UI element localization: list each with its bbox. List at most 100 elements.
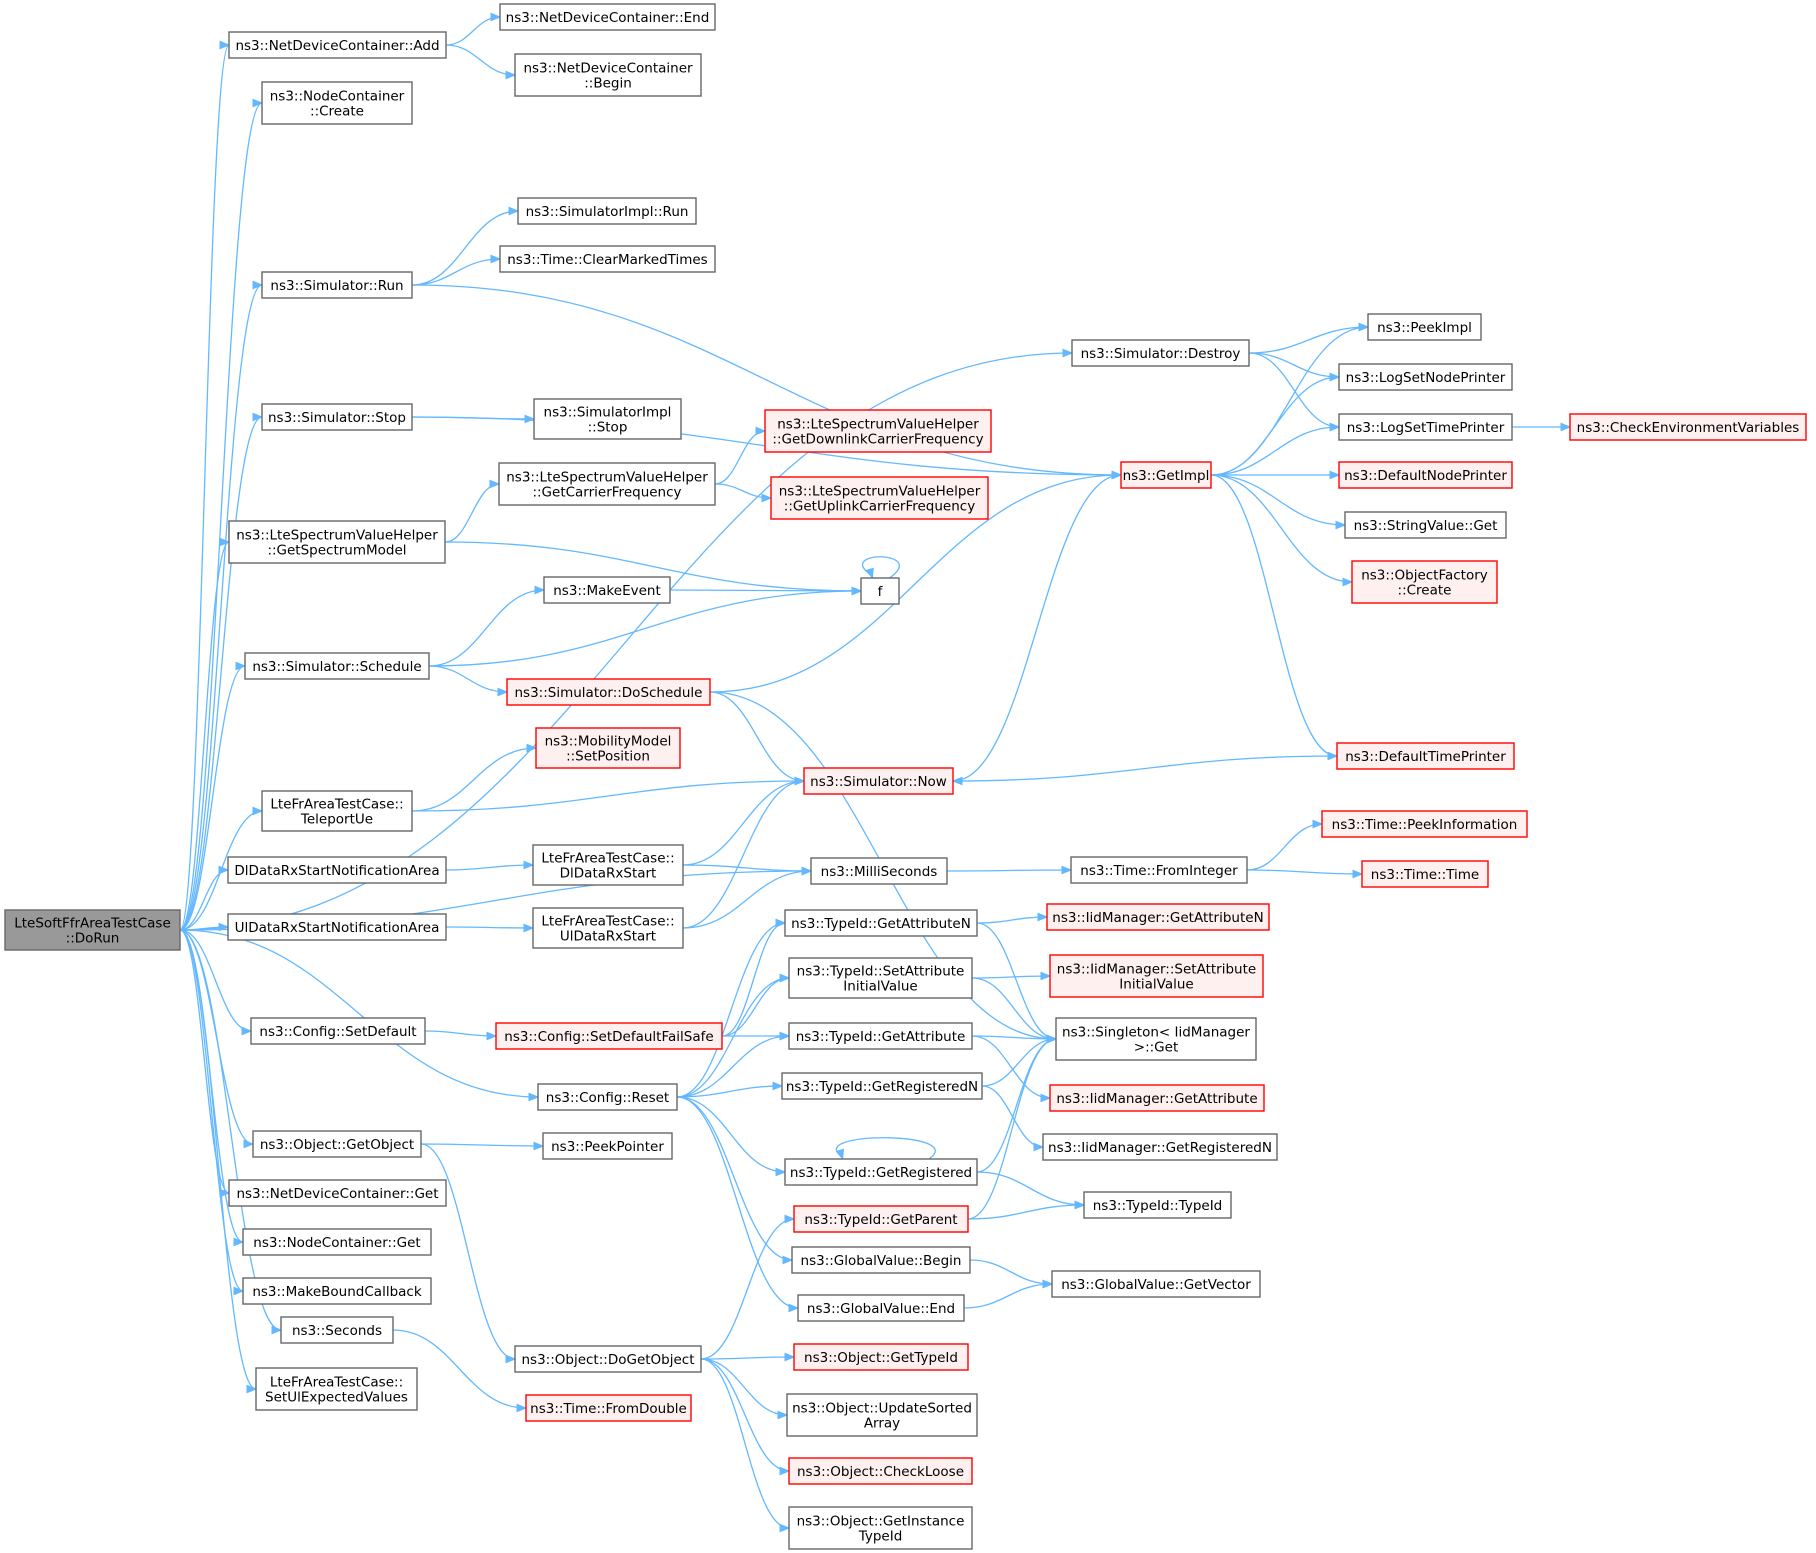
node-gettypeid[interactable]: ns3::Object::GetTypeId xyxy=(793,1343,969,1371)
node-setulexp[interactable]: LteFrAreaTestCase::SetUlExpectedValues xyxy=(255,1367,418,1411)
node-iid_getregn[interactable]: ns3::IidManager::GetRegisteredN xyxy=(1042,1133,1278,1161)
node-peekimpl[interactable]: ns3::PeekImpl xyxy=(1367,313,1482,341)
edge-line xyxy=(676,1096,786,1173)
node-box xyxy=(1351,560,1498,604)
node-deftimeprinter[interactable]: ns3::DefaultTimePrinter xyxy=(1336,742,1515,770)
node-doschedule[interactable]: ns3::Simulator::DoSchedule xyxy=(506,678,711,706)
node-clearmarked[interactable]: ns3::Time::ClearMarkedTimes xyxy=(499,245,716,273)
node-dlnotif[interactable]: DlDataRxStartNotificationArea xyxy=(227,856,447,884)
edge-arrowhead xyxy=(486,1031,498,1041)
node-typeid[interactable]: ns3::TypeId::TypeId xyxy=(1083,1191,1232,1219)
node-iid_getattrn[interactable]: ns3::IidManager::GetAttributeN xyxy=(1046,903,1270,931)
node-ulrxstart[interactable]: LteFrAreaTestCase::UlDataRxStart xyxy=(532,907,684,949)
node-nc_get[interactable]: ns3::NodeContainer::Get xyxy=(242,1228,432,1256)
node-checkenv[interactable]: ns3::CheckEnvironmentVariables xyxy=(1569,413,1807,441)
edge-line xyxy=(967,1204,1085,1220)
node-seconds[interactable]: ns3::Seconds xyxy=(280,1316,394,1344)
node-dlrxstart[interactable]: LteFrAreaTestCase::DlDataRxStart xyxy=(532,844,684,886)
node-sim_schedule[interactable]: ns3::Simulator::Schedule xyxy=(244,652,430,680)
node-sim_now[interactable]: ns3::Simulator::Now xyxy=(803,767,954,795)
node-getimpl[interactable]: ns3::GetImpl xyxy=(1120,461,1212,489)
edge-root-to-makebound xyxy=(179,929,245,1296)
edge-arrowhead xyxy=(505,1354,517,1364)
node-label-line: ns3::Object::CheckLoose xyxy=(797,1464,964,1480)
node-label-line: ns3::Simulator::Destroy xyxy=(1081,346,1241,362)
node-getcarrier[interactable]: ns3::LteSpectrumValueHelper::GetCarrierF… xyxy=(498,462,716,506)
node-getattrn[interactable]: ns3::TypeId::GetAttributeN xyxy=(784,909,978,937)
edge-line xyxy=(428,665,508,693)
edge-line xyxy=(445,44,516,76)
node-ulnotif[interactable]: UlDataRxStartNotificationArea xyxy=(227,913,447,941)
node-iid_setattr[interactable]: ns3::IidManager::SetAttributeInitialValu… xyxy=(1049,954,1264,998)
node-setposition[interactable]: ns3::MobilityModel::SetPosition xyxy=(535,727,681,769)
node-objfactory[interactable]: ns3::ObjectFactory::Create xyxy=(1351,560,1498,604)
node-ndc_begin[interactable]: ns3::NetDeviceContainer::Begin xyxy=(514,53,702,97)
node-sim_run[interactable]: ns3::Simulator::Run xyxy=(261,271,413,299)
node-label-line: LteFrAreaTestCase:: xyxy=(541,851,674,867)
node-root[interactable]: LteSoftFfrAreaTestCase::DoRun xyxy=(4,909,181,951)
node-timetime[interactable]: ns3::Time::Time xyxy=(1361,860,1489,888)
node-ndc_add[interactable]: ns3::NetDeviceContainer::Add xyxy=(228,31,447,59)
node-getulfreq[interactable]: ns3::LteSpectrumValueHelper::GetUplinkCa… xyxy=(770,476,989,520)
node-label-line: ns3::IidManager::GetAttribute xyxy=(1056,1091,1257,1107)
node-peekinfo[interactable]: ns3::Time::PeekInformation xyxy=(1321,810,1528,838)
node-box xyxy=(1049,954,1264,998)
node-singleton[interactable]: ns3::Singleton< IidManager >::Get xyxy=(1055,1017,1257,1061)
node-box xyxy=(543,576,671,604)
node-sim_stop[interactable]: ns3::Simulator::Stop xyxy=(261,403,413,431)
node-fromdouble[interactable]: ns3::Time::FromDouble xyxy=(525,1394,692,1422)
edge-line xyxy=(700,1356,795,1360)
node-logsetnode[interactable]: ns3::LogSetNodePrinter xyxy=(1338,363,1513,391)
node-f[interactable]: f xyxy=(860,577,900,605)
node-label-line: ns3::GlobalValue::Begin xyxy=(801,1253,962,1269)
node-dogetobject[interactable]: ns3::Object::DoGetObject xyxy=(514,1345,702,1373)
node-gv_begin[interactable]: ns3::GlobalValue::Begin xyxy=(791,1246,971,1274)
node-nc_create[interactable]: ns3::NodeContainer::Create xyxy=(261,81,413,125)
node-getdlfreq[interactable]: ns3::LteSpectrumValueHelper::GetDownlink… xyxy=(764,409,992,453)
node-getspectrum[interactable]: ns3::LteSpectrumValueHelper::GetSpectrum… xyxy=(228,520,446,564)
node-defnodeprinter[interactable]: ns3::DefaultNodePrinter xyxy=(1338,461,1513,489)
node-ndc_end[interactable]: ns3::NetDeviceContainer::End xyxy=(499,3,716,31)
node-setdefault[interactable]: ns3::Config::SetDefault xyxy=(250,1017,426,1045)
node-label-line: ::Create xyxy=(310,104,364,120)
edge-line xyxy=(444,541,862,592)
node-makeevent[interactable]: ns3::MakeEvent xyxy=(543,576,671,604)
edge-gv_end-to-gv_getvector xyxy=(963,1279,1054,1309)
node-iid_getattr[interactable]: ns3::IidManager::GetAttribute xyxy=(1049,1084,1265,1112)
node-setdefaultfs[interactable]: ns3::Config::SetDefaultFailSafe xyxy=(495,1022,723,1050)
edge-arrowhead xyxy=(775,1167,787,1177)
node-box xyxy=(1336,742,1515,770)
node-peekpointer[interactable]: ns3::PeekPointer xyxy=(542,1132,673,1160)
node-simimpl_stop[interactable]: ns3::SimulatorImpl::Stop xyxy=(533,398,682,440)
node-fromint[interactable]: ns3::Time::FromInteger xyxy=(1070,856,1248,884)
node-getregn[interactable]: ns3::TypeId::GetRegisteredN xyxy=(781,1072,983,1100)
node-getreg[interactable]: ns3::TypeId::GetRegistered xyxy=(784,1158,978,1186)
node-sim_destroy[interactable]: ns3::Simulator::Destroy xyxy=(1071,339,1250,367)
edge-line xyxy=(411,258,501,286)
node-getattr[interactable]: ns3::TypeId::GetAttribute xyxy=(788,1022,973,1050)
node-label-line: ::DoRun xyxy=(66,931,120,947)
node-getparent[interactable]: ns3::TypeId::GetParent xyxy=(793,1205,969,1233)
node-ndc_get[interactable]: ns3::NetDeviceContainer::Get xyxy=(228,1179,447,1207)
node-getobject[interactable]: ns3::Object::GetObject xyxy=(252,1130,422,1158)
node-label-line: ns3::Config::Reset xyxy=(546,1090,669,1106)
edge-cfg_reset-to-gv_begin xyxy=(676,1096,794,1265)
node-gv_getvector[interactable]: ns3::GlobalValue::GetVector xyxy=(1051,1270,1261,1298)
node-cfg_reset[interactable]: ns3::Config::Reset xyxy=(537,1083,678,1111)
node-teleport[interactable]: LteFrAreaTestCase::TeleportUe xyxy=(261,790,413,832)
node-milliseconds[interactable]: ns3::MilliSeconds xyxy=(810,857,948,885)
node-stringget[interactable]: ns3::StringValue::Get xyxy=(1344,511,1507,539)
node-makebound[interactable]: ns3::MakeBoundCallback xyxy=(242,1277,432,1305)
node-label-line: ns3::LogSetTimePrinter xyxy=(1347,420,1505,436)
edge-arrowhead xyxy=(755,426,767,436)
node-simimpl_run[interactable]: ns3::SimulatorImpl::Run xyxy=(517,197,697,225)
node-label-line: ns3::Object::GetInstance xyxy=(797,1514,965,1530)
node-logsettime[interactable]: ns3::LogSetTimePrinter xyxy=(1338,413,1513,441)
node-gv_end[interactable]: ns3::GlobalValue::End xyxy=(797,1294,965,1322)
node-checkloose[interactable]: ns3::Object::CheckLoose xyxy=(788,1457,973,1485)
node-label-line: ns3::PeekImpl xyxy=(1377,320,1472,336)
edge-line xyxy=(676,977,790,1098)
